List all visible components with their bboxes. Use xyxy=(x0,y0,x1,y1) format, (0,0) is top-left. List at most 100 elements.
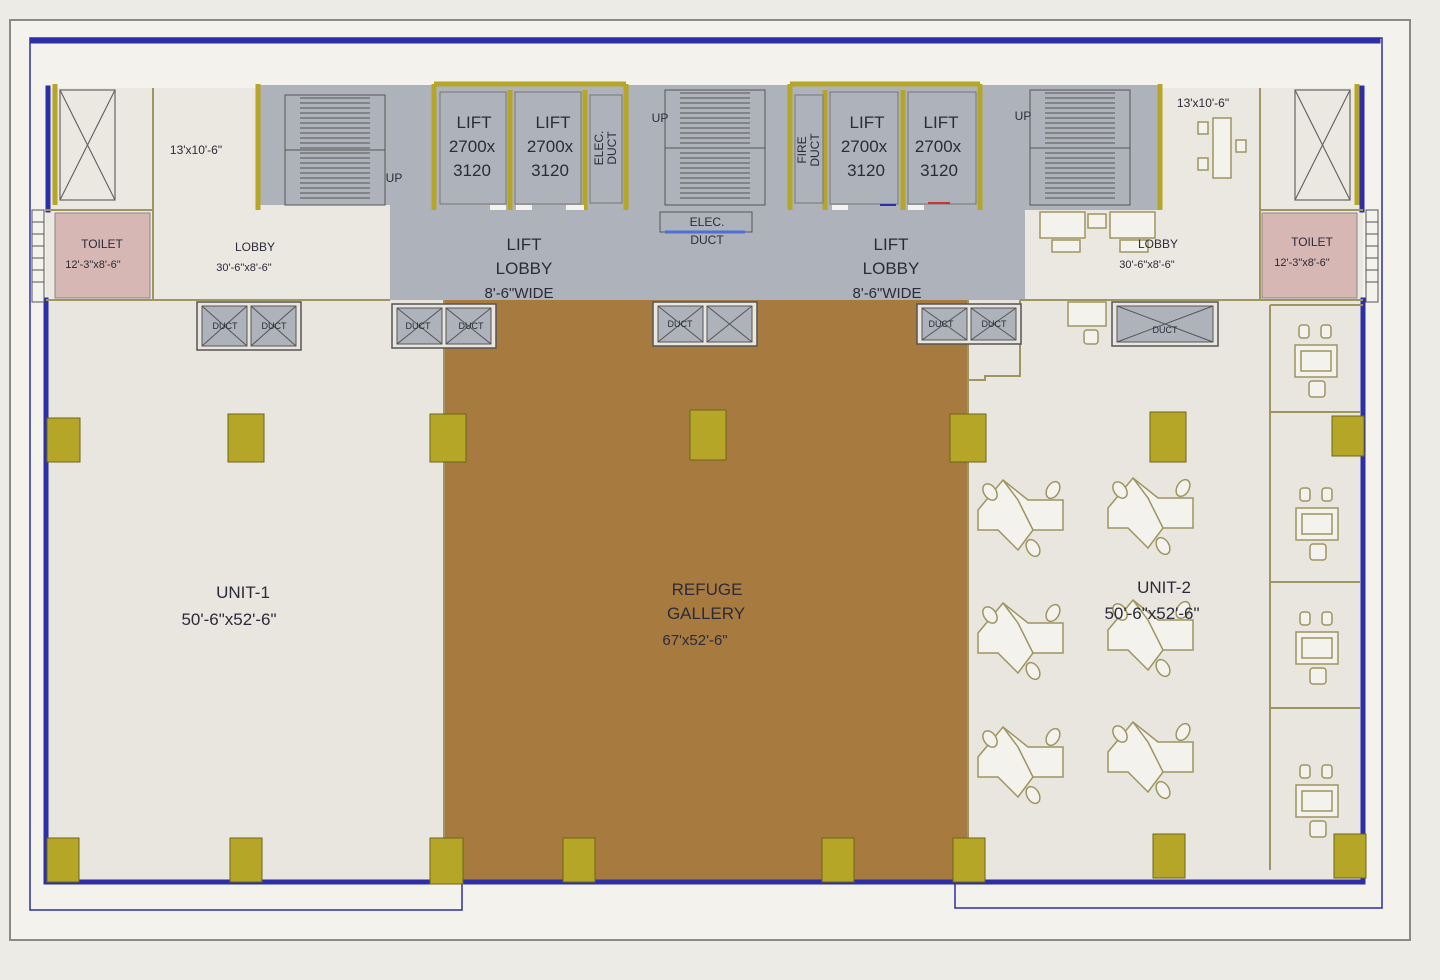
column xyxy=(949,413,987,463)
shaft-right xyxy=(1294,89,1351,201)
chair xyxy=(1045,603,1061,623)
chair xyxy=(1025,785,1041,805)
elec-duct-v-line1: ELEC. xyxy=(592,131,606,166)
refuge-label-2: GALLERY xyxy=(667,604,745,623)
toilet-left-dim: 12'-3"x8'-6" xyxy=(65,259,121,271)
workstation xyxy=(977,601,1064,675)
workstation-cluster xyxy=(977,478,1064,558)
window-right xyxy=(1365,209,1379,303)
workstation-divider xyxy=(1132,599,1164,651)
lift-1-label: LIFT xyxy=(457,113,492,132)
chair xyxy=(1309,543,1327,561)
chair xyxy=(1197,121,1209,135)
room-left-dim: 13'x10'-6" xyxy=(170,143,222,157)
desk-top xyxy=(1301,513,1333,535)
column xyxy=(1333,833,1367,879)
lift-4-label: LIFT xyxy=(924,113,959,132)
duct-label-5: DUCT xyxy=(668,319,693,329)
chair xyxy=(1112,481,1128,499)
column xyxy=(229,837,263,883)
workstation-divider xyxy=(1132,477,1164,529)
duct-x xyxy=(445,307,492,345)
chair xyxy=(1299,764,1311,779)
workstation xyxy=(977,725,1064,799)
desk-top xyxy=(1301,790,1333,812)
fire-duct-v-line1: FIRE xyxy=(795,136,809,163)
chair xyxy=(1025,661,1041,681)
refuge-dim: 67'x52'-6" xyxy=(662,632,727,649)
lift-2-label: LIFT xyxy=(536,113,571,132)
lift-doors xyxy=(490,205,924,210)
room-right-dim: 13'x10'-6" xyxy=(1177,96,1229,110)
duct-label-3: DUCT xyxy=(406,321,431,331)
lobby-left-label: LOBBY xyxy=(235,240,275,254)
toilet-right-label: TOILET xyxy=(1291,235,1333,249)
unit-1-name: UNIT-1 xyxy=(216,583,270,602)
workstation-cluster xyxy=(1107,598,1194,678)
workstation-cluster xyxy=(1107,476,1194,556)
lift-2-size-b: 3120 xyxy=(531,161,569,180)
shaft-left xyxy=(59,89,116,201)
chair xyxy=(1197,157,1209,171)
toilet-left-label: TOILET xyxy=(81,237,123,251)
lift-lobby-left-l1: LIFT xyxy=(507,235,542,254)
unit-2-dim: 50'-6"x52'-6" xyxy=(1104,604,1199,623)
duct-label-2: DUCT xyxy=(262,321,287,331)
lobby-right-dim: 30'-6"x8'-6" xyxy=(1119,259,1175,271)
chair xyxy=(1299,487,1311,502)
lift-1-size-b: 3120 xyxy=(453,161,491,180)
desk-top xyxy=(1301,637,1333,659)
fire-duct-v-line2: DUCT xyxy=(808,133,822,167)
lift-4-size-b: 3120 xyxy=(920,161,958,180)
column xyxy=(429,413,467,463)
chair xyxy=(1045,480,1061,500)
lobby-right-label: LOBBY xyxy=(1138,237,1178,251)
stair-up-right: UP xyxy=(1015,109,1032,123)
workstation-divider xyxy=(1002,602,1034,654)
lift-lobby-right-l3: 8'-6"WIDE xyxy=(852,285,921,302)
coffee-table xyxy=(1119,239,1149,253)
desk xyxy=(1212,117,1232,179)
sofa xyxy=(1109,211,1156,239)
chair xyxy=(1112,725,1128,743)
office-furniture xyxy=(977,117,1339,838)
duct-x xyxy=(396,307,443,345)
lift-lobby-right-l1: LIFT xyxy=(874,235,909,254)
staircase-right xyxy=(1029,89,1131,206)
exterior-walls xyxy=(30,38,1381,885)
workstation-divider xyxy=(1132,721,1164,773)
elec-duct-h-line2: DUCT xyxy=(690,233,724,247)
column xyxy=(562,837,596,883)
chair xyxy=(1155,536,1171,556)
lift-4-size-a: 2700x xyxy=(915,137,962,156)
duct-x xyxy=(706,305,753,343)
column xyxy=(227,413,265,463)
column xyxy=(821,837,855,883)
refuge-label-1: REFUGE xyxy=(672,580,743,599)
chair xyxy=(1309,820,1327,838)
unit-1-dim: 50'-6"x52'-6" xyxy=(181,610,276,629)
stair-up-left: UP xyxy=(386,171,403,185)
duct-x xyxy=(970,307,1017,341)
elec-duct-h-line1: ELEC. xyxy=(690,215,725,229)
workstation xyxy=(1107,598,1194,672)
chair xyxy=(1155,658,1171,678)
lift-lobby-left-l3: 8'-6"WIDE xyxy=(484,285,553,302)
lift-2-size-a: 2700x xyxy=(527,137,574,156)
chair xyxy=(1320,324,1332,339)
duct-x xyxy=(250,305,297,347)
duct-label-1: DUCT xyxy=(213,321,238,331)
lobby-left-dim: 30'-6"x8'-6" xyxy=(216,262,272,274)
sofa xyxy=(1039,211,1086,239)
refuge-gallery-area xyxy=(444,300,968,882)
elec-duct-v-line2: DUCT xyxy=(605,131,619,165)
chair xyxy=(1025,538,1041,558)
chair xyxy=(1298,324,1310,339)
unit-2-name: UNIT-2 xyxy=(1137,578,1191,597)
column xyxy=(1152,833,1186,879)
column xyxy=(1331,415,1365,457)
chair xyxy=(1321,764,1333,779)
duct-label-4: DUCT xyxy=(459,321,484,331)
staircase-middle xyxy=(664,89,766,206)
chair xyxy=(1309,667,1327,685)
